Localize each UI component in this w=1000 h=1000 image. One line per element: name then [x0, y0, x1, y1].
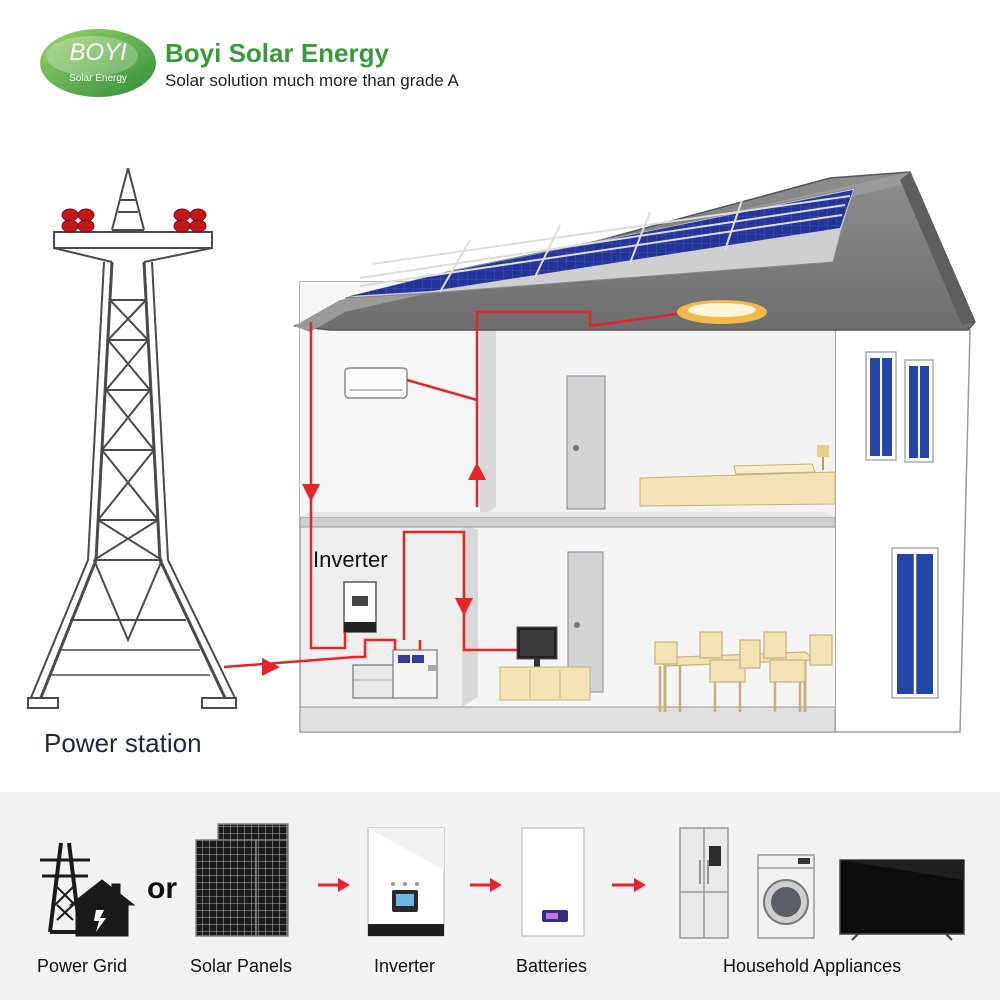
inverter-label: Inverter — [313, 547, 388, 572]
washing-machine-icon — [757, 854, 815, 939]
power-grid-icon — [40, 842, 136, 937]
household-appliances-caption: Household Appliances — [723, 956, 902, 976]
solar-panels-icon — [195, 823, 289, 937]
insulator-icons — [61, 208, 207, 233]
or-label: or — [147, 872, 177, 905]
tv-set — [499, 626, 591, 701]
inverter-icon — [367, 827, 445, 937]
logo-text: BOYI — [69, 39, 127, 66]
logo: BOYI Solar Energy — [40, 29, 156, 97]
air-conditioner — [344, 367, 408, 399]
solar-panels-caption: Solar Panels — [190, 956, 293, 976]
power-station-label: Power station — [44, 728, 202, 758]
ceiling-lamp — [677, 300, 767, 324]
brand-title: Boyi Solar Energy — [165, 38, 389, 68]
inverter-caption: Inverter — [374, 956, 436, 976]
power-grid-caption: Power Grid — [37, 956, 128, 976]
inverter-unit — [343, 581, 377, 633]
batteries-icon — [521, 827, 585, 937]
windows — [865, 351, 939, 699]
television-icon — [839, 859, 965, 941]
bed — [639, 445, 836, 507]
household-appliances-icon — [679, 827, 965, 941]
roof-solar-panels — [344, 187, 856, 299]
dining-set — [653, 631, 833, 712]
house — [293, 171, 976, 733]
flow-arrows — [262, 462, 486, 676]
batteries-caption: Batteries — [516, 956, 588, 976]
fridge-icon — [679, 827, 729, 939]
logo-subtext: Solar Energy — [69, 73, 127, 84]
flow-arrow-icons — [318, 878, 646, 892]
power-tower — [27, 167, 237, 709]
battery-units — [352, 649, 438, 699]
brand-tagline: Solar solution much more than grade A — [165, 71, 459, 90]
flow-band — [0, 792, 1000, 1000]
